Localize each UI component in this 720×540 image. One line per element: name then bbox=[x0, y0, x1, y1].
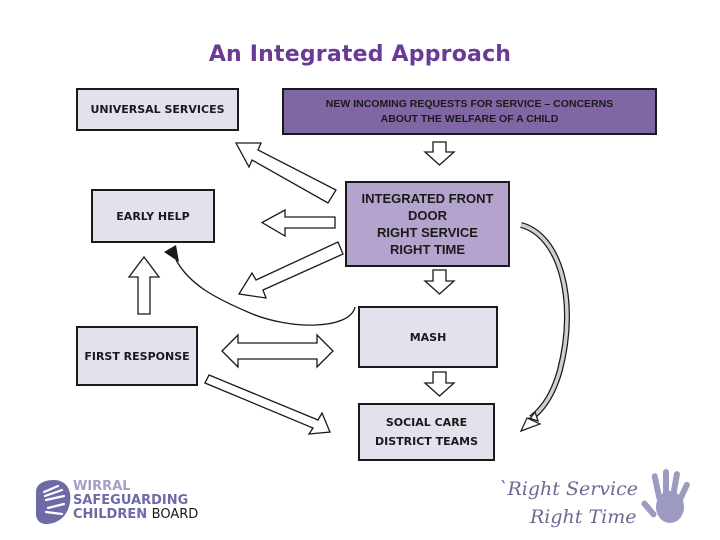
social-care-line1: SOCIAL CARE bbox=[385, 416, 468, 429]
new-requests-line2: ABOUT THE WELFARE OF A CHILD bbox=[380, 112, 559, 125]
logo-line2: SAFEGUARDING bbox=[73, 493, 189, 508]
arrow-to-first-response bbox=[237, 241, 344, 299]
curve-mash-to-early-help bbox=[175, 259, 356, 326]
new-requests-line1: NEW INCOMING REQUESTS FOR SERVICE – CONC… bbox=[325, 97, 614, 110]
early-help-label: EARLY HELP bbox=[116, 209, 190, 223]
curve-arrowhead bbox=[164, 245, 179, 262]
curve-front-door-to-social-care bbox=[520, 222, 570, 421]
tagline-line2: Right Time bbox=[530, 506, 637, 528]
front-door-line1: INTEGRATED FRONT bbox=[361, 191, 494, 206]
box-new-incoming-requests: NEW INCOMING REQUESTS FOR SERVICE – CONC… bbox=[282, 88, 657, 135]
tagline: `Right Service Right Time bbox=[498, 475, 638, 531]
box-universal-services: UNIVERSAL SERVICES bbox=[76, 88, 239, 131]
arrow-to-universal-services bbox=[234, 142, 337, 204]
arrow-down-to-social-care bbox=[423, 371, 456, 397]
arrow-to-early-help bbox=[260, 208, 336, 238]
arrow-up-to-early-help bbox=[127, 255, 161, 315]
box-mash: MASH bbox=[358, 306, 498, 368]
logo-line3: CHILDREN bbox=[73, 507, 148, 522]
social-care-line2: DISTRICT TEAMS bbox=[374, 435, 479, 448]
box-early-help: EARLY HELP bbox=[91, 189, 215, 243]
tagline-line1: `Right Service bbox=[498, 478, 638, 500]
hands-logo-icon bbox=[36, 480, 71, 524]
arrow-double-first-response-mash bbox=[221, 333, 334, 369]
arrow-to-social-care bbox=[204, 374, 331, 435]
first-response-label: FIRST RESPONSE bbox=[84, 349, 190, 363]
logo-line1: WIRRAL bbox=[73, 479, 131, 494]
handprint-icon bbox=[641, 469, 690, 523]
logo-line3-suffix: BOARD bbox=[151, 507, 199, 522]
front-door-line4: RIGHT TIME bbox=[389, 242, 466, 257]
universal-services-label: UNIVERSAL SERVICES bbox=[90, 103, 225, 116]
front-door-line3: RIGHT SERVICE bbox=[377, 225, 478, 240]
box-social-care-district-teams: SOCIAL CARE DISTRICT TEAMS bbox=[358, 403, 495, 461]
box-first-response: FIRST RESPONSE bbox=[76, 326, 198, 386]
box-integrated-front-door: INTEGRATED FRONT DOOR RIGHT SERVICE RIGH… bbox=[345, 181, 510, 267]
arrow-down-to-front-door bbox=[423, 141, 456, 166]
mash-label: MASH bbox=[409, 330, 447, 344]
page-title: An Integrated Approach bbox=[208, 42, 512, 67]
front-door-line2: DOOR bbox=[408, 208, 447, 223]
wscb-logo: WIRRAL SAFEGUARDING CHILDREN BOARD bbox=[36, 478, 226, 528]
arrow-down-to-mash bbox=[423, 269, 456, 295]
